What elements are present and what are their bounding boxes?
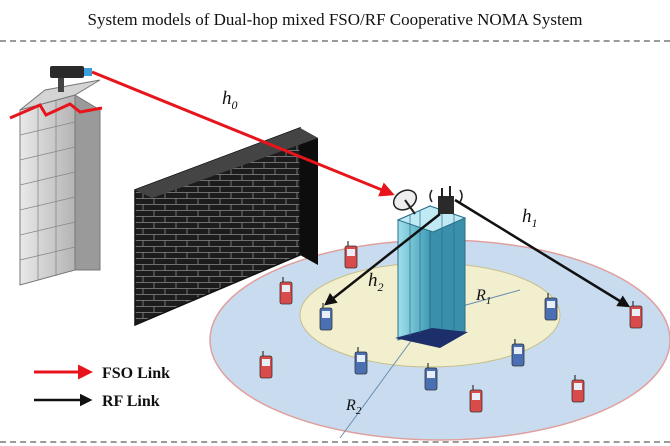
satellite-dish-icon xyxy=(392,189,418,215)
rf-link-h1 xyxy=(454,198,631,308)
mobile-phone-icon xyxy=(571,375,585,403)
relay-tower-icon xyxy=(395,205,468,348)
rf-link-h2 xyxy=(324,213,441,306)
mobile-phone-icon xyxy=(344,241,358,269)
label-r1: R1 xyxy=(475,287,491,307)
label-h2: h2 xyxy=(368,270,384,294)
bottom-dashed-divider xyxy=(0,441,670,443)
mobile-phones xyxy=(259,241,643,413)
mobile-phone-icon xyxy=(629,301,643,329)
mobile-phone-icon xyxy=(259,351,273,379)
fso-transmitter-icon xyxy=(50,66,92,92)
mobile-phone-icon xyxy=(544,293,558,321)
source-building-icon xyxy=(9,79,103,286)
label-r2: R2 xyxy=(345,397,362,417)
mobile-phone-icon xyxy=(279,277,293,305)
legend-rf-label: RF Link xyxy=(102,393,160,410)
mobile-phone-icon xyxy=(469,385,483,413)
legend-fso-label: FSO Link xyxy=(102,365,170,382)
mobile-phone-icon xyxy=(354,347,368,375)
fso-link-h0 xyxy=(91,70,395,197)
mobile-phone-icon xyxy=(424,363,438,391)
mobile-phone-icon xyxy=(319,303,333,331)
label-h1: h1 xyxy=(522,206,538,230)
diagram-title: System models of Dual-hop mixed FSO/RF C… xyxy=(87,10,583,29)
mobile-phone-icon xyxy=(511,339,525,367)
rf-antenna-icon xyxy=(429,186,463,214)
legend: FSO Link RF Link xyxy=(34,364,170,410)
top-dashed-divider xyxy=(0,40,670,42)
label-h0: h0 xyxy=(222,88,238,112)
